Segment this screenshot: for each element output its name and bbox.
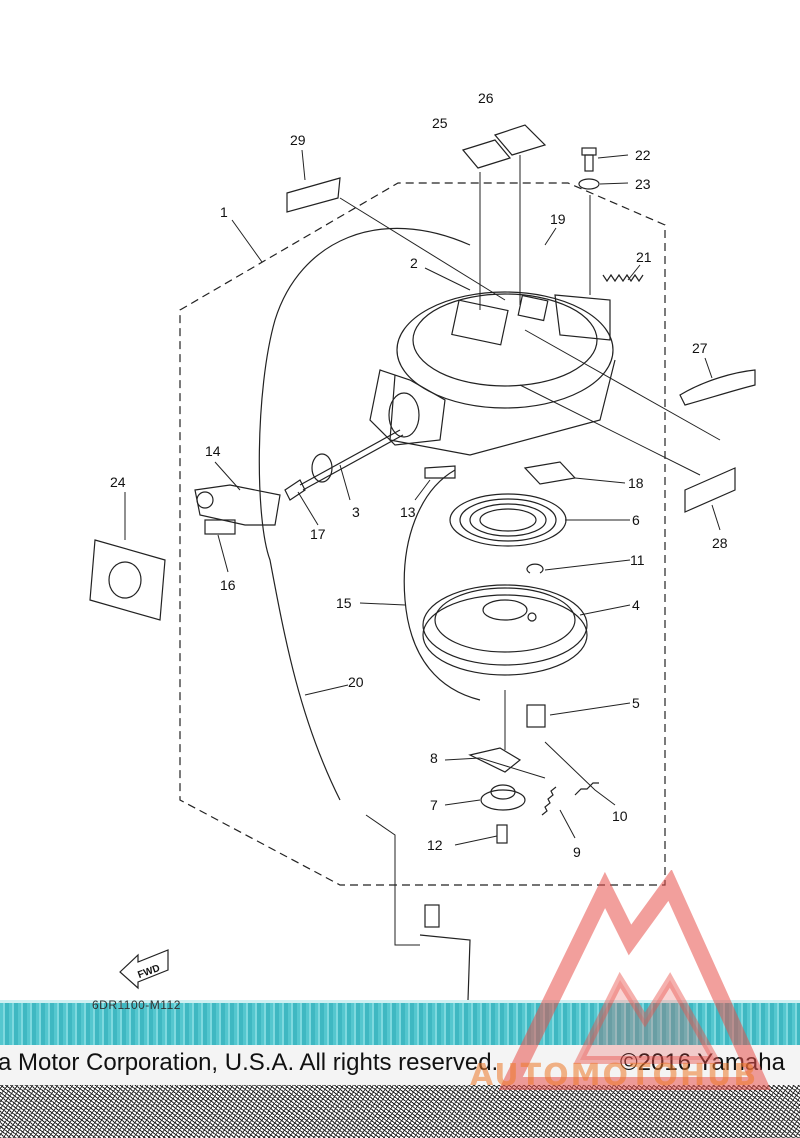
starter-housing — [369, 291, 616, 456]
callout-13: 13 — [400, 504, 416, 520]
callout-28: 28 — [712, 535, 728, 551]
pawl — [468, 747, 522, 773]
callout-29: 29 — [290, 132, 306, 148]
callout-24: 24 — [110, 474, 126, 490]
shaft-rod — [299, 429, 404, 491]
drive-plate — [480, 784, 526, 811]
callout-5: 5 — [632, 695, 640, 711]
callout-9: 9 — [573, 844, 581, 860]
callout-3: 3 — [352, 504, 360, 520]
callout-2: 2 — [410, 255, 418, 271]
fitting-13 — [424, 465, 456, 479]
callout-1: 1 — [220, 204, 228, 220]
scan-noise — [0, 1085, 800, 1138]
callout-8: 8 — [430, 750, 438, 766]
callout-20: 20 — [348, 674, 364, 690]
spiral-spring — [449, 493, 567, 547]
callout-6: 6 — [632, 512, 640, 528]
parts-diagram: FWD — [89, 90, 756, 1000]
label-28 — [684, 467, 736, 513]
pawl-5 — [526, 704, 546, 728]
callout-12: 12 — [427, 837, 443, 853]
guide-27 — [679, 369, 756, 406]
callout-4: 4 — [632, 597, 640, 613]
bolt-12 — [496, 824, 508, 844]
leader-lines — [124, 149, 721, 946]
callout-7: 7 — [430, 797, 438, 813]
spring-21 — [602, 273, 644, 283]
callout-18: 18 — [628, 475, 644, 491]
scan-band-top — [0, 1000, 800, 1005]
callout-10: 10 — [612, 808, 628, 824]
callout-11: 11 — [630, 552, 645, 568]
spring-9 — [541, 786, 557, 816]
starter-cable — [258, 227, 471, 801]
damper-24 — [89, 539, 166, 621]
callout-14: 14 — [205, 443, 221, 459]
drawing-code: 6DR1100-M112 — [92, 998, 181, 1012]
callout-15: 15 — [336, 595, 352, 611]
callout-17: 17 — [310, 526, 326, 542]
lever-assembly — [194, 484, 281, 535]
callout-23: 23 — [635, 176, 651, 192]
callout-16: 16 — [220, 577, 236, 593]
clip-18 — [523, 461, 577, 485]
rope-reel — [422, 584, 588, 676]
bolt-22 — [581, 147, 597, 172]
callout-19: 19 — [550, 211, 566, 227]
label-26 — [493, 124, 547, 156]
callout-25: 25 — [432, 115, 448, 131]
copyright-text: a Motor Corporation, U.S.A. All rights r… — [0, 1049, 499, 1076]
assembly-boundary — [179, 182, 666, 886]
bottom-bracket — [419, 904, 471, 1000]
callout-21: 21 — [636, 249, 652, 265]
spring-10 — [574, 782, 599, 796]
fwd-arrow: FWD — [119, 949, 169, 990]
washer-23 — [578, 178, 600, 190]
callout-26: 26 — [478, 90, 494, 106]
label-25 — [461, 139, 512, 169]
clip-11 — [526, 563, 544, 574]
callout-27: 27 — [692, 340, 708, 356]
hose — [403, 469, 481, 701]
label-29 — [286, 177, 341, 213]
callouts: 1 2 3 4 5 6 7 8 9 10 11 12 13 14 15 16 1… — [110, 90, 728, 860]
callout-22: 22 — [635, 147, 651, 163]
watermark-brand: AUTOMOTOHUB — [470, 1058, 759, 1093]
fitting-17 — [284, 479, 306, 501]
fwd-label: FWD — [136, 963, 161, 981]
